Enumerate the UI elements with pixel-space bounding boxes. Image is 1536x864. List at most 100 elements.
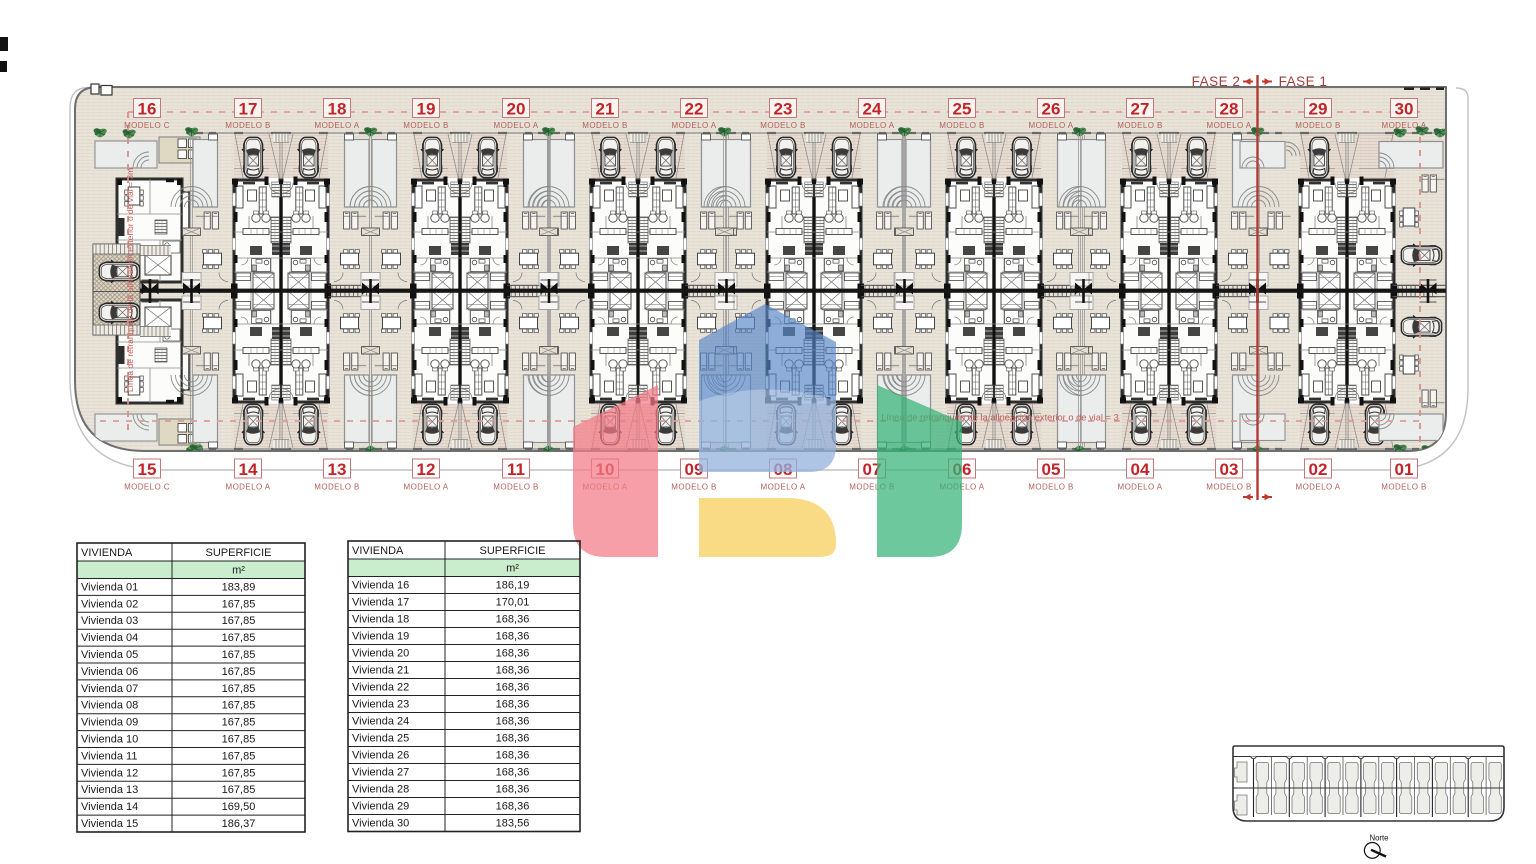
svg-text:13: 13 bbox=[328, 460, 347, 479]
svg-text:MODELO B: MODELO B bbox=[939, 121, 984, 130]
svg-text:MODELO A: MODELO A bbox=[494, 121, 539, 130]
svg-text:FASE 2: FASE 2 bbox=[1192, 74, 1241, 89]
svg-text:25: 25 bbox=[953, 100, 972, 119]
svg-text:167,85: 167,85 bbox=[222, 598, 256, 610]
svg-text:186,37: 186,37 bbox=[222, 818, 256, 830]
svg-text:24: 24 bbox=[863, 100, 882, 119]
svg-text:167,85: 167,85 bbox=[222, 666, 256, 678]
svg-text:Vivienda 19: Vivienda 19 bbox=[352, 631, 409, 643]
svg-text:MODELO A: MODELO A bbox=[1118, 483, 1163, 492]
svg-text:MODELO C: MODELO C bbox=[124, 121, 170, 130]
svg-text:05: 05 bbox=[1042, 460, 1061, 479]
svg-text:Vivienda 11: Vivienda 11 bbox=[81, 750, 137, 762]
svg-text:MODELO B: MODELO B bbox=[671, 483, 716, 492]
svg-text:23: 23 bbox=[774, 100, 793, 119]
svg-text:168,36: 168,36 bbox=[496, 631, 530, 643]
svg-text:MODELO B: MODELO B bbox=[225, 121, 270, 130]
svg-text:168,36: 168,36 bbox=[496, 648, 530, 660]
svg-text:18: 18 bbox=[328, 100, 347, 119]
svg-text:28: 28 bbox=[1220, 100, 1239, 119]
svg-text:Vivienda 30: Vivienda 30 bbox=[352, 818, 409, 830]
svg-text:Vivienda 12: Vivienda 12 bbox=[81, 767, 138, 779]
svg-text:SUPERFICIE: SUPERFICIE bbox=[205, 547, 271, 559]
svg-text:FASE 1: FASE 1 bbox=[1279, 74, 1328, 89]
svg-text:MODELO B: MODELO B bbox=[314, 483, 359, 492]
svg-text:167,85: 167,85 bbox=[222, 700, 256, 712]
svg-text:16: 16 bbox=[138, 100, 157, 119]
svg-text:168,36: 168,36 bbox=[496, 767, 530, 779]
svg-text:168,36: 168,36 bbox=[496, 682, 530, 694]
svg-text:186,19: 186,19 bbox=[496, 580, 530, 592]
svg-text:Línea de retranqueo de la alin: Línea de retranqueo de la alineación ext… bbox=[125, 168, 135, 392]
svg-text:VIVIENDA: VIVIENDA bbox=[81, 547, 133, 559]
svg-text:MODELO B: MODELO B bbox=[849, 483, 894, 492]
svg-text:168,36: 168,36 bbox=[496, 801, 530, 813]
svg-text:Vivienda 14: Vivienda 14 bbox=[81, 801, 138, 813]
svg-text:Vivienda 10: Vivienda 10 bbox=[81, 734, 138, 746]
svg-text:167,85: 167,85 bbox=[222, 734, 256, 746]
svg-text:09: 09 bbox=[685, 460, 704, 479]
svg-text:MODELO A: MODELO A bbox=[1382, 121, 1427, 130]
svg-text:MODELO A: MODELO A bbox=[1296, 483, 1341, 492]
svg-text:167,85: 167,85 bbox=[222, 649, 256, 661]
svg-text:MODELO A: MODELO A bbox=[226, 483, 271, 492]
svg-text:11: 11 bbox=[507, 460, 525, 479]
svg-text:27: 27 bbox=[1131, 100, 1150, 119]
svg-text:MODELO B: MODELO B bbox=[1381, 483, 1426, 492]
svg-text:Vivienda 07: Vivienda 07 bbox=[81, 683, 138, 695]
svg-text:Vivienda 09: Vivienda 09 bbox=[81, 717, 138, 729]
svg-text:15: 15 bbox=[138, 460, 157, 479]
svg-text:19: 19 bbox=[417, 100, 436, 119]
svg-text:Vivienda 08: Vivienda 08 bbox=[81, 700, 138, 712]
svg-text:MODELO A: MODELO A bbox=[850, 121, 895, 130]
svg-text:Vivienda 13: Vivienda 13 bbox=[81, 784, 138, 796]
svg-text:Vivienda 24: Vivienda 24 bbox=[352, 716, 409, 728]
svg-text:29: 29 bbox=[1309, 100, 1328, 119]
svg-text:26: 26 bbox=[1042, 100, 1061, 119]
svg-text:167,85: 167,85 bbox=[222, 683, 256, 695]
svg-text:14: 14 bbox=[239, 460, 258, 479]
svg-text:Vivienda 17: Vivienda 17 bbox=[352, 597, 409, 609]
svg-text:04: 04 bbox=[1131, 460, 1150, 479]
svg-text:Norte: Norte bbox=[1369, 834, 1388, 843]
svg-text:20: 20 bbox=[507, 100, 526, 119]
svg-text:Vivienda 20: Vivienda 20 bbox=[352, 648, 409, 660]
svg-text:167,85: 167,85 bbox=[222, 750, 256, 762]
svg-text:Vivienda 29: Vivienda 29 bbox=[352, 801, 409, 813]
svg-text:Vivienda 18: Vivienda 18 bbox=[352, 614, 409, 626]
svg-text:Vivienda 25: Vivienda 25 bbox=[352, 733, 409, 745]
svg-text:MODELO B: MODELO B bbox=[493, 483, 538, 492]
svg-text:03: 03 bbox=[1220, 460, 1239, 479]
svg-text:MODELO B: MODELO B bbox=[582, 121, 627, 130]
svg-text:167,85: 167,85 bbox=[222, 767, 256, 779]
svg-text:Vivienda 02: Vivienda 02 bbox=[81, 598, 138, 610]
svg-text:Vivienda 04: Vivienda 04 bbox=[81, 632, 138, 644]
svg-text:183,56: 183,56 bbox=[496, 818, 530, 830]
svg-text:Vivienda 27: Vivienda 27 bbox=[352, 767, 409, 779]
svg-text:Vivienda 28: Vivienda 28 bbox=[352, 784, 409, 796]
svg-text:168,36: 168,36 bbox=[496, 699, 530, 711]
svg-text:30: 30 bbox=[1395, 100, 1414, 119]
svg-text:Vivienda 15: Vivienda 15 bbox=[81, 818, 138, 830]
svg-text:MODELO A: MODELO A bbox=[315, 121, 360, 130]
svg-text:02: 02 bbox=[1309, 460, 1328, 479]
svg-text:168,36: 168,36 bbox=[496, 784, 530, 796]
svg-text:MODELO B: MODELO B bbox=[1295, 121, 1340, 130]
svg-text:VIVIENDA: VIVIENDA bbox=[352, 545, 404, 557]
svg-text:Vivienda 21: Vivienda 21 bbox=[352, 665, 409, 677]
svg-text:MODELO B: MODELO B bbox=[403, 121, 448, 130]
svg-text:Vivienda 16: Vivienda 16 bbox=[352, 580, 409, 592]
svg-text:MODELO B: MODELO B bbox=[760, 121, 805, 130]
svg-text:22: 22 bbox=[685, 100, 704, 119]
svg-text:167,85: 167,85 bbox=[222, 615, 256, 627]
svg-text:21: 21 bbox=[596, 100, 615, 119]
svg-text:168,36: 168,36 bbox=[496, 750, 530, 762]
svg-text:12: 12 bbox=[417, 460, 436, 479]
svg-text:MODELO A: MODELO A bbox=[761, 483, 806, 492]
svg-text:168,36: 168,36 bbox=[496, 614, 530, 626]
svg-text:168,36: 168,36 bbox=[496, 665, 530, 677]
svg-text:Vivienda 23: Vivienda 23 bbox=[352, 699, 409, 711]
svg-text:Vivienda 26: Vivienda 26 bbox=[352, 750, 409, 762]
svg-text:Vivienda 06: Vivienda 06 bbox=[81, 666, 138, 678]
svg-text:01: 01 bbox=[1395, 460, 1414, 479]
